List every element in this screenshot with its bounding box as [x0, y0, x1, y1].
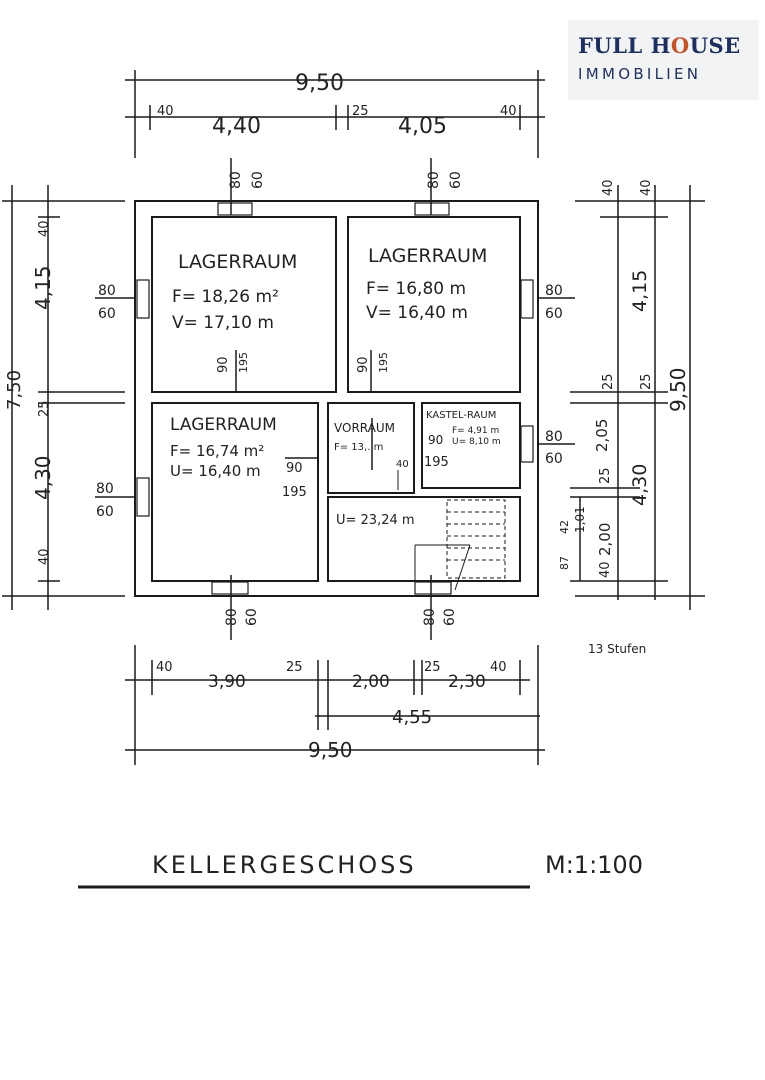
room-lager2-volume: V= 16,40 m — [366, 303, 468, 323]
room-kastel-outline — [421, 402, 521, 489]
room-lager3-volume: U= 16,40 m — [170, 462, 261, 480]
logo-line-1: FULL HOUSE — [578, 33, 741, 58]
dim-top-40b: 40 — [500, 104, 517, 119]
window-bottom-right-60: 60 — [442, 608, 458, 626]
window-left-lower-60: 60 — [96, 504, 114, 520]
dim-top-40a: 40 — [157, 104, 174, 119]
door-lager1-90: 90 — [216, 356, 231, 373]
room-stair-outline — [327, 496, 521, 582]
window-top-right-80: 80 — [426, 171, 442, 189]
dim-right-40a: 40 — [601, 179, 616, 196]
dimension-lines — [2, 70, 705, 765]
door-lager3-195: 195 — [282, 485, 307, 500]
dim-bot-40a: 40 — [156, 660, 173, 675]
room-lager1-name: LAGERRAUM — [178, 251, 297, 273]
dim-stair-42: 42 — [558, 520, 571, 534]
window-bottom-right-80: 80 — [422, 608, 438, 626]
room-kastel-area: F= 4,91 m — [452, 426, 499, 436]
room-lager2-name: LAGERRAUM — [368, 245, 487, 267]
window-bottom-left-60: 60 — [244, 608, 260, 626]
dim-bot-40b: 40 — [490, 660, 507, 675]
room-lager3-area: F= 16,74 m² — [170, 442, 264, 460]
room-vorraum-name: VORRAUM — [334, 421, 395, 435]
dim-bot-25a: 25 — [286, 660, 303, 675]
window-left-upper-80: 80 — [98, 283, 116, 299]
dim-left-40b: 40 — [37, 548, 52, 565]
dim-bot-25b: 25 — [424, 660, 441, 675]
window-top-right-60: 60 — [448, 171, 464, 189]
window-right-upper-80: 80 — [545, 283, 563, 299]
logo-line-2: IMMOBILIEN — [578, 65, 702, 83]
room-lager1-outline — [151, 216, 337, 393]
window-top-left-80: 80 — [228, 171, 244, 189]
room-stair-volume: U= 23,24 m — [336, 513, 415, 528]
dim-stair-87: 87 — [558, 556, 571, 570]
stair-note: 13 Stufen — [588, 642, 646, 656]
dim-left-40a: 40 — [37, 220, 52, 237]
dim-right-25c: 25 — [598, 467, 613, 484]
staircase — [397, 470, 506, 591]
room-kastel-name: KASTEL-RAUM — [426, 410, 496, 421]
dim-top-b: 4,05 — [398, 114, 447, 139]
room-kastel-volume: U= 8,10 m — [452, 437, 501, 447]
room-lager2-area: F= 16,80 m — [366, 279, 466, 299]
logo-text-b: USE — [689, 33, 741, 58]
dim-bot-455: 4,55 — [392, 707, 432, 728]
dim-right-415: 4,15 — [629, 270, 651, 312]
window-markers — [136, 202, 534, 595]
dim-bot-200: 2,00 — [352, 672, 390, 692]
room-lager3-name: LAGERRAUM — [170, 415, 277, 435]
window-left-lower-80: 80 — [96, 481, 114, 497]
dim-top-25: 25 — [352, 104, 369, 119]
door-lager1-195: 195 — [237, 352, 250, 373]
dim-stair-101: 1,01 — [573, 506, 587, 533]
dim-right-950: 9,50 — [666, 367, 690, 412]
dim-right-40b: 40 — [639, 179, 654, 196]
window-bottom-left-80: 80 — [224, 608, 240, 626]
room-lager1-volume: V= 17,10 m — [172, 313, 274, 333]
room-lager1-area: F= 18,26 m² — [172, 287, 279, 307]
room-lager2-outline — [347, 216, 521, 393]
dim-right-430: 4,30 — [629, 464, 651, 506]
dim-left-430: 4,30 — [31, 455, 55, 500]
door-kastel-195: 195 — [424, 455, 449, 470]
room-vorraum-area: F= 13,..m — [334, 442, 383, 453]
logo-text-o: O — [670, 33, 690, 58]
door-kastel-90: 90 — [428, 433, 443, 447]
door-lager3-90: 90 — [286, 461, 303, 476]
plan-scale: M:1:100 — [545, 851, 643, 879]
dim-right-205: 2,05 — [593, 419, 611, 452]
dim-right-40c: 40 — [598, 561, 613, 578]
dim-top-a: 4,40 — [212, 114, 261, 139]
window-right-upper-60: 60 — [545, 306, 563, 322]
dim-right-200: 2,00 — [596, 523, 614, 556]
logo-text-a: FULL H — [578, 33, 671, 58]
dim-top-total: 9,50 — [295, 71, 344, 96]
door-lager2-90: 90 — [356, 356, 371, 373]
door-lager2-195: 195 — [377, 352, 390, 373]
room-lager3-outline — [151, 402, 319, 582]
room-vorraum-outline — [327, 402, 415, 494]
outer-wall — [134, 200, 539, 597]
dim-left-total: 7,50 — [4, 370, 25, 410]
window-top-left-60: 60 — [250, 171, 266, 189]
window-left-upper-60: 60 — [98, 306, 116, 322]
dim-left-25: 25 — [37, 400, 52, 417]
dim-bot-390: 3,90 — [208, 672, 246, 692]
plan-title: KELLERGESCHOSS — [152, 851, 417, 879]
dim-right-25b: 25 — [639, 373, 654, 390]
dim-bot-230: 2,30 — [448, 672, 486, 692]
logo: FULL HOUSE IMMOBILIEN — [568, 20, 759, 100]
window-right-lower-80: 80 — [545, 429, 563, 445]
dim-right-25a: 25 — [601, 373, 616, 390]
door-vorraum-40: 40 — [396, 459, 409, 470]
dim-left-415: 4,15 — [31, 265, 55, 310]
window-right-lower-60: 60 — [545, 451, 563, 467]
dim-bot-total: 9,50 — [308, 738, 353, 762]
